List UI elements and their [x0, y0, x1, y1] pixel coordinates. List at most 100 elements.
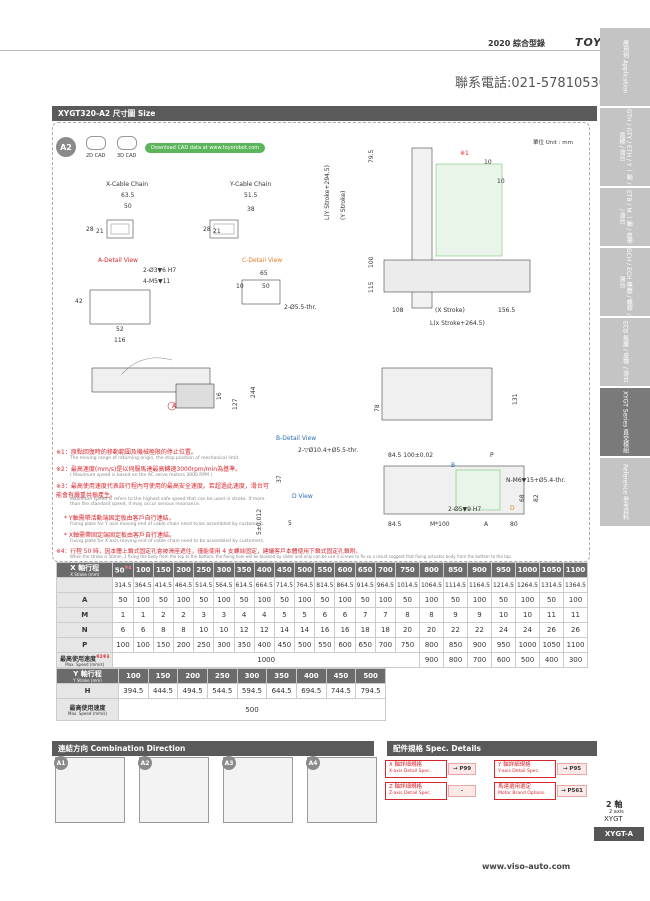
x-dim-4: 21 — [96, 228, 104, 235]
x-table-cell: 1000 — [515, 637, 540, 653]
note-4-en: Fixing plate for Y axis moving end of ca… — [70, 522, 265, 527]
y-h-cell: 694.5 — [295, 683, 327, 699]
x-table-cell: 950 — [491, 637, 516, 653]
x-stroke-cell: 50※4 — [112, 562, 134, 578]
x-table-cell: 50 — [314, 592, 336, 608]
d-marker-label: D — [510, 505, 515, 512]
x-table-cell: 450 — [273, 637, 296, 653]
x-table-cell: 1214.5 — [491, 577, 516, 593]
x-table-cell: 300 — [213, 637, 235, 653]
cad-3d-label: 3D CAD — [117, 153, 137, 159]
x-speed-cell: 800 — [443, 652, 468, 668]
x-table-cell: 50 — [193, 592, 215, 608]
model-badge: A2 — [56, 137, 76, 157]
x-stroke-cell: 500 — [294, 562, 316, 578]
x-table-cell: 3 — [193, 607, 215, 623]
x-table-cell: 50 — [273, 592, 296, 608]
x-table-cell: 50 — [152, 592, 174, 608]
x-table-cell: 10 — [193, 622, 215, 638]
note-2: ※2：最高速度(mm/s)是以伺服馬達最高轉速3000rpm/min為基準。 — [56, 466, 242, 473]
accessory-title-bar: 配件規格 Spec. Details — [387, 741, 597, 756]
tab-ecb[interactable]: ECB 無塵 / 皮帶 / 滑台 — [600, 318, 650, 388]
a-dim-42: 42 — [75, 298, 83, 305]
combo-badge: A1 — [54, 756, 68, 770]
x-table-cell: 24 — [515, 622, 540, 638]
y-h-row: H 394.5 444.5 494.5 544.5 594.5 644.5 69… — [56, 683, 386, 699]
combo-badge: A3 — [222, 756, 236, 770]
x-stroke-cell: 150 — [152, 562, 174, 578]
x-axis-spec-ref[interactable]: → P99 — [448, 763, 476, 775]
combo-a2[interactable]: A2 — [138, 756, 209, 823]
x-table-cell: 8 — [395, 607, 420, 623]
x-table-cell: 664.5 — [253, 577, 275, 593]
x-table-cell: 150 — [152, 637, 174, 653]
z-axis-spec-ref[interactable]: - — [448, 785, 476, 797]
cad-3d-icon[interactable] — [117, 136, 137, 150]
y-dim-3: 28 — [203, 226, 211, 233]
y-stroke-total: L(Y Stroke+294.5) — [324, 165, 331, 220]
x-table-cell: 400 — [253, 637, 275, 653]
bottom-view — [383, 465, 525, 515]
download-pill[interactable]: Download CAD data at www.toyorobot.com — [145, 143, 266, 153]
y-dim-4: 21 — [213, 228, 221, 235]
r-dim-p: P — [490, 452, 494, 459]
tab-xygt[interactable]: XYGT Series 直交模組 — [600, 388, 650, 458]
x-table-cell: 100 — [112, 637, 134, 653]
x-table-cell: 50 — [539, 592, 564, 608]
y-h-cell: 444.5 — [147, 683, 179, 699]
x-table-cell: 850 — [443, 637, 468, 653]
a-holes-2: 4-M5▼11 — [143, 278, 171, 285]
x-table-cell: 4 — [253, 607, 275, 623]
x-table-cell: 1314.5 — [539, 577, 564, 593]
combo-a3[interactable]: A3 — [222, 756, 293, 823]
x-table-cell: 100 — [515, 592, 540, 608]
x-table-cell: 250 — [193, 637, 215, 653]
note-3-en: Maximum speed is refers to the highest s… — [70, 497, 265, 507]
x-dim-108: 108 — [392, 307, 404, 314]
accessory-title: 配件規格 Spec. Details — [393, 744, 481, 753]
y-stroke-cell: 500 — [355, 668, 386, 684]
y-h-cell: 744.5 — [325, 683, 357, 699]
x-table-cell: 18 — [354, 622, 376, 638]
x-table-cell: 614.5 — [233, 577, 255, 593]
header-rule — [0, 50, 600, 51]
motor-spec-ref[interactable]: → P561 — [557, 785, 587, 797]
x-table-cell: 3 — [213, 607, 235, 623]
cad-2d-icon[interactable] — [86, 136, 106, 150]
c-dim-50: 50 — [262, 283, 270, 290]
x-table-cell: 800 — [419, 637, 444, 653]
x-table-cell: 1164.5 — [467, 577, 492, 593]
x-table-cell: 26 — [539, 622, 564, 638]
c-dim-65: 65 — [260, 270, 268, 277]
drawing-frame — [52, 122, 590, 562]
note-1-en: The moving range of returning origin, th… — [70, 456, 240, 461]
x-table-cell: 5 — [273, 607, 296, 623]
x-table-cell: 1 — [112, 607, 134, 623]
footer-url[interactable]: www.viso-auto.com — [482, 862, 571, 871]
tab-reference[interactable]: Reference 參考資料 — [600, 458, 650, 528]
x-table-cell: 1064.5 — [419, 577, 444, 593]
tab-gch[interactable]: GCH / ECH 無塵 / 螺桿 / 滑台 — [600, 248, 650, 318]
y-axis-spec-ref[interactable]: → P95 — [557, 763, 587, 775]
tab-etb[interactable]: ETB / M 一軸 / 皮帶 / 滑台 — [600, 188, 650, 248]
stroke-area — [435, 163, 503, 257]
y-stroke: (Y Stroke) — [340, 190, 347, 220]
y-stroke-cell: 250 — [206, 668, 238, 684]
x-stroke-cell: 800 — [419, 562, 444, 578]
x-table-cell: 100 — [294, 592, 316, 608]
y-speed-value: 500 — [118, 698, 386, 721]
unit-label: 單位 Unit : mm — [533, 140, 574, 146]
x-table-cell: 100 — [132, 637, 154, 653]
tab-application[interactable]: 應用例 Application — [600, 28, 650, 108]
r-dim-thread: N-M6▼15+Ø5.4-thr. — [506, 477, 566, 484]
combo-a4[interactable]: A4 — [306, 756, 377, 823]
x-table-cell: 6 — [112, 622, 134, 638]
tab-gth[interactable]: GTH / GTY / ETH / Y 一軸 / 直線 / 滑台 — [600, 108, 650, 188]
combo-a1[interactable]: A1 — [54, 756, 125, 823]
